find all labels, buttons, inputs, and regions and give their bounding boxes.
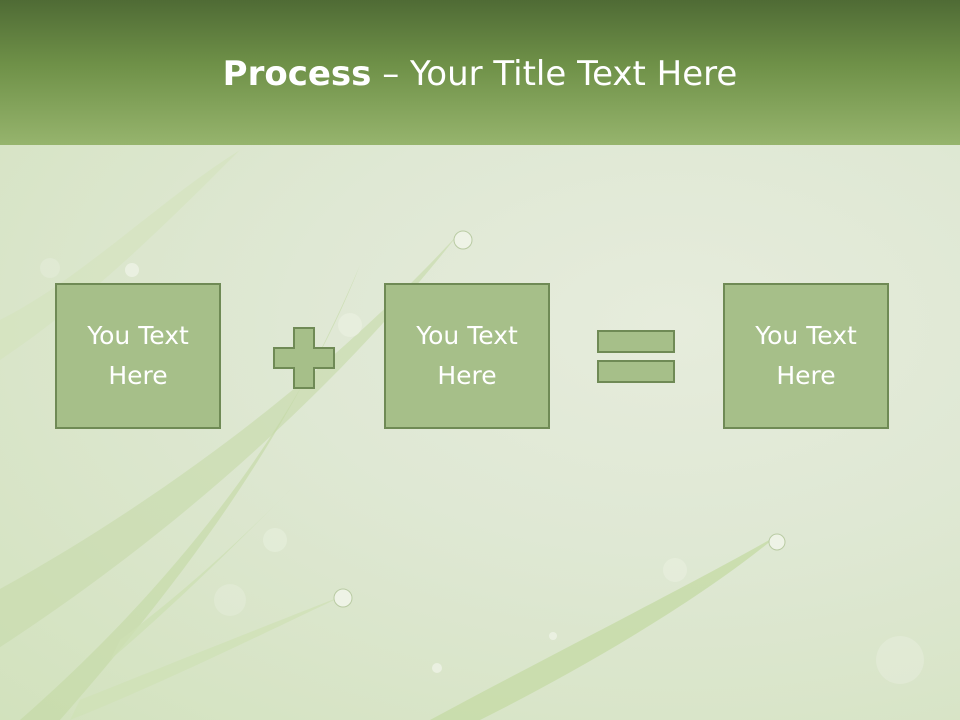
process-box-1[interactable]: You Text Here bbox=[55, 283, 221, 429]
process-box-2-text: You Text Here bbox=[416, 321, 518, 390]
title-bold: Process bbox=[222, 54, 372, 94]
equals-icon bbox=[597, 330, 675, 383]
title-bar: Process – Your Title Text Here bbox=[0, 0, 960, 145]
process-box-2[interactable]: You Text Here bbox=[384, 283, 550, 429]
process-box-3-text: You Text Here bbox=[755, 321, 857, 390]
title-rest: Your Title Text Here bbox=[410, 54, 738, 94]
process-box-3[interactable]: You Text Here bbox=[723, 283, 889, 429]
title-separator: – bbox=[371, 54, 411, 94]
slide-title[interactable]: Process – Your Title Text Here bbox=[0, 52, 960, 96]
plus-icon bbox=[273, 327, 335, 389]
process-box-1-text: You Text Here bbox=[87, 321, 189, 390]
